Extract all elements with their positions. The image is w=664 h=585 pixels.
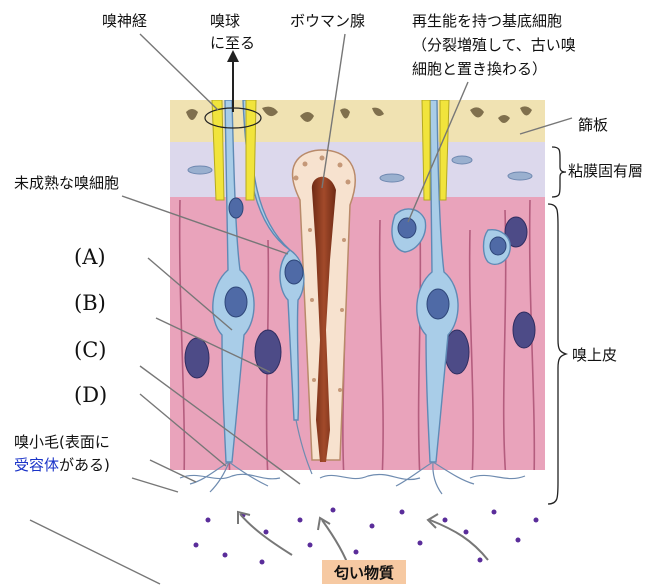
basal-cell-label-line3: 細胞と置き換わる） [412,60,547,78]
to-bulb-label-line1: 嗅球 [210,12,240,30]
epithelium-brace [548,204,566,504]
mucus-layer [170,470,545,500]
marker-c-label: (C) [74,338,106,362]
marker-b-label: (B) [74,291,106,315]
basal-cell-label-line1: 再生能を持つ基底細胞 [412,12,562,30]
odor-substance-label: 匂い物質 [333,564,394,582]
epithelium-label: 嗅上皮 [572,346,617,364]
marker-d-label: (D) [74,383,107,407]
marker-a-label: (A) [74,245,106,269]
olfactory-nerve-leader [140,34,218,110]
immature-cell-label: 未成熟な嗅細胞 [14,174,119,192]
to-bulb-label-line2: に至る [210,34,255,52]
lamina-propria-label: 粘膜固有層 [568,162,643,180]
cilia-label-line2-rest: がある) [59,456,110,474]
tissue-block [170,100,545,500]
receptor-word: 受容体 [14,456,59,474]
cilia-label-line1: 嗅小毛(表面に [14,433,110,451]
odor-leader [30,520,160,584]
bowman-gland-label: ボウマン腺 [290,12,365,30]
lamina-propria-brace [552,147,566,197]
cribriform-plate-label: 篩板 [578,116,608,134]
cilia-label-line2: 受容体がある) [14,456,110,474]
basal-cell-label-line2: （分裂増殖して、古い嗅 [412,36,576,54]
olfactory-nerve-label: 嗅神経 [102,12,147,30]
